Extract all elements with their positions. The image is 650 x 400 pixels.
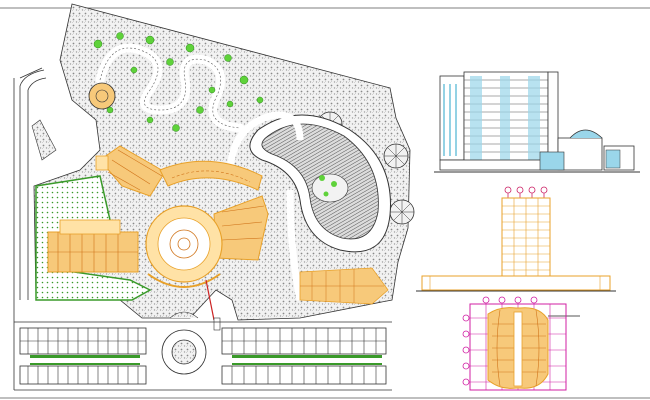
tree-cluster — [93, 32, 264, 132]
parking-lot-east — [221, 327, 387, 385]
gazebo — [389, 199, 415, 225]
parking-pavilion — [299, 267, 389, 305]
footpath — [226, 111, 304, 177]
oval-amphitheatre — [249, 114, 391, 253]
site-plan — [13, 3, 415, 391]
parking-lot-west — [19, 327, 147, 385]
grid-bubbles — [462, 296, 538, 386]
front-elevation — [434, 71, 640, 173]
access-road — [19, 67, 57, 300]
perimeter-road — [13, 78, 392, 391]
gazebo — [88, 82, 116, 110]
main-building — [47, 145, 269, 321]
level-markers — [504, 186, 548, 200]
roundabout-icon — [161, 311, 221, 375]
sheet-border — [0, 7, 650, 399]
winding-garden-path — [95, 43, 245, 133]
lawn-west — [35, 175, 152, 301]
side-elevation — [416, 186, 616, 317]
floor-plan — [462, 296, 567, 391]
gazebo — [383, 143, 409, 169]
